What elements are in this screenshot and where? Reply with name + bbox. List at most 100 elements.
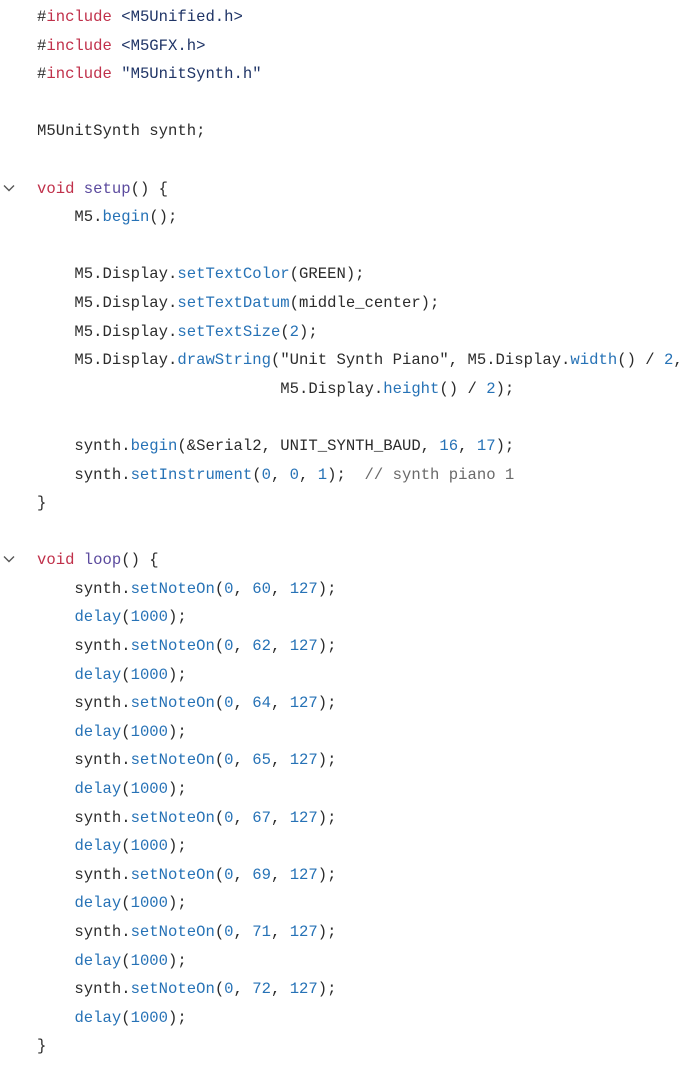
code-token: (); — [149, 208, 178, 227]
code-line[interactable]: delay(1000); — [0, 947, 696, 976]
code-line[interactable]: void loop() { — [0, 546, 696, 575]
code-token: 71 — [252, 923, 271, 941]
code-token: delay — [74, 894, 122, 913]
code-line[interactable] — [0, 89, 696, 118]
code-line[interactable]: M5.Display.setTextColor(GREEN); — [0, 260, 696, 289]
code-line[interactable] — [0, 232, 696, 261]
code-token: 72 — [252, 980, 271, 999]
code-token: 1000 — [130, 608, 169, 627]
code-token: ( — [214, 865, 225, 884]
code-token: delay — [74, 608, 122, 627]
code-token: ); — [317, 865, 337, 884]
code-token: setNoteOn — [130, 694, 215, 713]
code-token: ); — [317, 579, 337, 598]
code-token: , — [233, 579, 253, 598]
code-token: , — [270, 637, 290, 656]
code-token: # — [37, 8, 47, 26]
code-editor[interactable]: #include <M5Unified.h>#include <M5GFX.h>… — [0, 3, 696, 1061]
code-token — [37, 780, 74, 798]
code-token: ( — [214, 579, 225, 598]
code-token: 0 — [224, 694, 234, 713]
code-line[interactable]: synth.setNoteOn(0, 71, 127); — [0, 918, 696, 947]
code-token: setTextColor — [177, 265, 290, 284]
code-token: } — [37, 1037, 47, 1056]
code-token: M5UnitSynth synth; — [37, 122, 206, 141]
code-token: // synth piano 1 — [364, 465, 515, 484]
code-token: ( — [280, 322, 290, 341]
code-token: ( — [121, 951, 131, 970]
code-token: M5.Display. — [37, 351, 178, 370]
code-token: 1000 — [130, 894, 169, 913]
code-token: ( — [121, 894, 131, 913]
code-token: 0 — [224, 808, 234, 827]
code-line[interactable]: } — [0, 489, 696, 518]
code-line[interactable]: synth.begin(&Serial2, UNIT_SYNTH_BAUD, 1… — [0, 432, 696, 461]
code-token: ( — [270, 351, 281, 370]
code-text: synth.setNoteOn(0, 62, 127); — [37, 632, 336, 661]
code-line[interactable]: synth.setNoteOn(0, 62, 127); — [0, 632, 696, 661]
code-text: } — [37, 489, 46, 518]
code-line[interactable]: synth.setInstrument(0, 0, 1); // synth p… — [0, 461, 696, 490]
code-token: , — [233, 751, 253, 770]
code-line[interactable]: delay(1000); — [0, 889, 696, 918]
code-token: 0 — [261, 465, 271, 484]
code-line[interactable]: delay(1000); — [0, 661, 696, 690]
code-line[interactable]: #include <M5GFX.h> — [0, 32, 696, 61]
code-line[interactable]: delay(1000); — [0, 775, 696, 804]
code-token: ); — [168, 665, 187, 684]
code-token: include — [46, 65, 112, 84]
code-line[interactable] — [0, 146, 696, 175]
code-line[interactable]: delay(1000); — [0, 1004, 696, 1033]
code-text: delay(1000); — [37, 832, 186, 861]
code-token: , — [270, 923, 290, 941]
code-token: 0 — [224, 579, 234, 598]
code-text: synth.setNoteOn(0, 65, 127); — [37, 746, 336, 775]
code-token: ( — [214, 637, 225, 656]
fold-chevron-down-icon[interactable] — [3, 184, 15, 193]
code-line[interactable]: M5.Display.height() / 2); — [0, 375, 696, 404]
code-token: ); — [317, 751, 337, 770]
code-token: include — [46, 36, 112, 55]
code-token: , — [233, 980, 253, 999]
code-token: 2 — [664, 351, 674, 370]
code-token: setNoteOn — [130, 923, 215, 941]
code-line[interactable]: synth.setNoteOn(0, 64, 127); — [0, 689, 696, 718]
code-token: ); — [317, 923, 337, 941]
code-line[interactable]: delay(1000); — [0, 718, 696, 747]
fold-chevron-down-icon[interactable] — [3, 555, 15, 564]
code-line[interactable]: M5.Display.setTextSize(2); — [0, 318, 696, 347]
code-token: 1000 — [130, 837, 169, 856]
code-token: delay — [74, 722, 122, 741]
code-line[interactable]: void setup() { — [0, 175, 696, 204]
code-text: synth.setNoteOn(0, 64, 127); — [37, 689, 336, 718]
code-line[interactable]: } — [0, 1032, 696, 1061]
code-text: synth.begin(&Serial2, UNIT_SYNTH_BAUD, 1… — [37, 432, 514, 461]
code-text: #include "M5UnitSynth.h" — [37, 60, 262, 89]
code-line[interactable]: #include <M5Unified.h> — [0, 3, 696, 32]
code-line[interactable]: synth.setNoteOn(0, 60, 127); — [0, 575, 696, 604]
code-text: synth.setInstrument(0, 0, 1); // synth p… — [37, 461, 514, 490]
code-token: ( — [214, 808, 225, 827]
code-line[interactable]: delay(1000); — [0, 603, 696, 632]
code-token: M5.Display. — [37, 265, 178, 284]
code-line[interactable]: synth.setNoteOn(0, 65, 127); — [0, 746, 696, 775]
code-line[interactable]: synth.setNoteOn(0, 67, 127); — [0, 804, 696, 833]
code-line[interactable] — [0, 518, 696, 547]
code-text: synth.setNoteOn(0, 60, 127); — [37, 575, 336, 604]
code-line[interactable]: synth.setNoteOn(0, 69, 127); — [0, 861, 696, 890]
code-line[interactable]: delay(1000); — [0, 832, 696, 861]
code-line[interactable]: M5.begin(); — [0, 203, 696, 232]
code-line[interactable]: #include "M5UnitSynth.h" — [0, 60, 696, 89]
code-line[interactable] — [0, 403, 696, 432]
code-token: delay — [74, 665, 122, 684]
code-token: 127 — [289, 637, 318, 656]
code-token: height — [383, 379, 440, 398]
code-token — [37, 894, 74, 912]
code-line[interactable]: synth.setNoteOn(0, 72, 127); — [0, 975, 696, 1004]
code-line[interactable]: M5.Display.setTextDatum(middle_center); — [0, 289, 696, 318]
code-line[interactable]: M5.Display.drawString("Unit Synth Piano"… — [0, 346, 696, 375]
code-text: #include <M5Unified.h> — [37, 3, 243, 32]
code-line[interactable]: M5UnitSynth synth; — [0, 117, 696, 146]
code-text: delay(1000); — [37, 718, 186, 747]
code-token: M5.Display. — [37, 322, 178, 341]
